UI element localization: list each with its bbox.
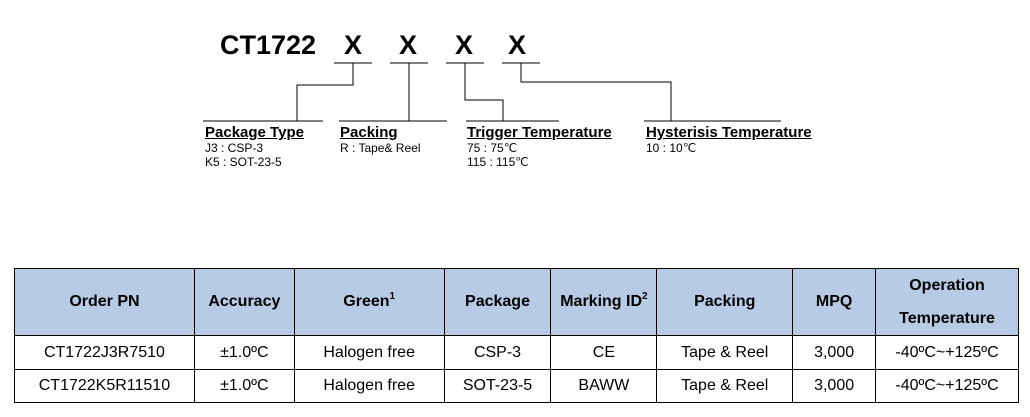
- cell-mpq: 3,000: [792, 335, 877, 370]
- ordering-code-diagram: [203, 62, 781, 122]
- cell-operation-temperature: -40ºC~+125ºC: [875, 335, 1019, 370]
- field-packing: Packing R : Tape& Reel: [340, 124, 421, 155]
- field-trigger-temperature: Trigger Temperature 75 : 75℃ 115 : 115℃: [467, 124, 612, 169]
- connector-trigger-temperature: [464, 63, 504, 121]
- footnote-1: 1: [389, 291, 396, 302]
- cell-green: Halogen free: [293, 369, 445, 403]
- header-package: Package: [443, 268, 552, 336]
- field-option: J3 : CSP-3: [205, 141, 264, 155]
- cell-accuracy: ±1.0ºC: [193, 335, 295, 370]
- part-number-placeholder-2: X: [399, 30, 418, 60]
- table-row: CT1722J3R7510 ±1.0ºC Halogen free CSP-3 …: [14, 335, 1019, 370]
- cell-packing: Tape & Reel: [656, 335, 794, 370]
- header-accuracy: Accuracy: [193, 268, 295, 336]
- part-number-placeholder-3: X: [455, 30, 474, 60]
- cell-accuracy: ±1.0ºC: [193, 369, 295, 403]
- cell-package: CSP-3: [443, 335, 552, 370]
- header-marking-id: Marking ID2: [550, 268, 658, 336]
- connector-package-type: [296, 63, 354, 121]
- header-green: Green1: [293, 268, 445, 336]
- cell-operation-temperature: -40ºC~+125ºC: [875, 369, 1019, 403]
- cell-package: SOT-23-5: [443, 369, 552, 403]
- part-number-base: CT1722: [220, 30, 317, 60]
- ordering-table: Order PN Accuracy Green1 Package Marking…: [14, 268, 1019, 403]
- footnote-2: 2: [642, 291, 648, 302]
- field-title: Hysterisis Temperature: [646, 124, 812, 141]
- field-title: Trigger Temperature: [467, 124, 612, 141]
- cell-order-pn: CT1722K5R11510: [14, 369, 195, 403]
- cell-mpq: 3,000: [792, 369, 877, 403]
- field-option: 115 : 115℃: [467, 155, 529, 169]
- table-row: CT1722K5R11510 ±1.0ºC Halogen free SOT-2…: [14, 369, 1019, 403]
- field-package-type: Package Type J3 : CSP-3 K5 : SOT-23-5: [205, 124, 304, 169]
- field-option: K5 : SOT-23-5: [205, 155, 282, 169]
- header-mpq: MPQ: [792, 268, 877, 336]
- cell-marking-id: CE: [550, 335, 658, 370]
- header-operation-temperature: Operation Temperature: [875, 268, 1019, 336]
- cell-marking-id: BAWW: [550, 369, 658, 403]
- header-packing: Packing: [656, 268, 794, 336]
- part-number-placeholder-1: X: [344, 30, 363, 60]
- header-order-pn: Order PN: [14, 268, 195, 336]
- cell-packing: Tape & Reel: [656, 369, 794, 403]
- cell-green: Halogen free: [293, 335, 445, 370]
- table-header-row: Order PN Accuracy Green1 Package Marking…: [14, 268, 1019, 336]
- field-title: Packing: [340, 124, 398, 141]
- field-title: Package Type: [205, 124, 304, 141]
- field-option: 10 : 10℃: [646, 141, 697, 155]
- cell-order-pn: CT1722J3R7510: [14, 335, 195, 370]
- connector-hysterisis-temperature: [520, 63, 672, 121]
- field-option: 75 : 75℃: [467, 141, 518, 155]
- field-hysterisis-temperature: Hysterisis Temperature 10 : 10℃: [646, 124, 812, 155]
- field-option: R : Tape& Reel: [340, 141, 421, 155]
- part-number-placeholder-4: X: [508, 30, 527, 60]
